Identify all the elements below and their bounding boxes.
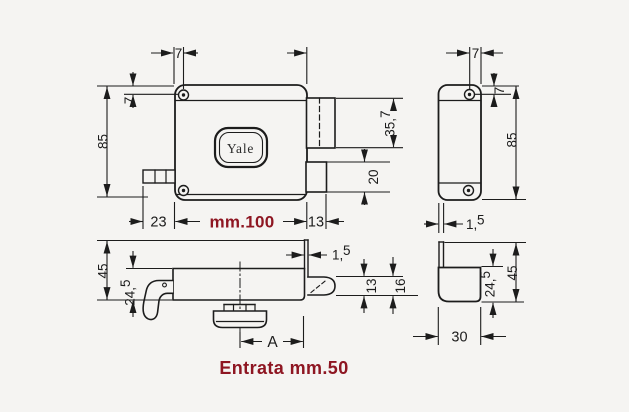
dim-housing-height: 35, 7 (336, 97, 403, 149)
left-latch (142, 169, 176, 184)
dim-plan-strike-opening: 16 (389, 257, 408, 314)
dim-label: 7 (122, 97, 137, 105)
dim-plan-body-depth: 24, 5 (118, 251, 172, 317)
strike-plan-view (437, 241, 482, 303)
dim-label: 85 (96, 134, 111, 149)
dim-label: 20 (366, 169, 381, 184)
dim-front-height: 85 (96, 86, 148, 198)
dim-label-sup: 5 (477, 213, 485, 228)
cylinder-housing (305, 97, 336, 149)
strike-flange (438, 241, 445, 269)
yale-badge: Yale (213, 126, 269, 169)
screw-bottom-icon (462, 184, 475, 197)
dim-label: 7 (175, 46, 183, 61)
dim-label-main: 35, (383, 118, 398, 137)
width-note: mm.100 (209, 213, 274, 232)
dim-plan-plate-thickness: 1, 5 (286, 243, 351, 263)
dim-side-height: 85 (482, 86, 526, 201)
dim-label-main: 1, (332, 248, 343, 263)
dim-plan-backset: A (239, 316, 305, 351)
dim-label-sup: 5 (478, 271, 493, 279)
dim-label-main: 1, (466, 217, 477, 232)
thumb-knob (212, 310, 268, 329)
dim-side-plate-thickness: 1, 5 (424, 203, 485, 233)
dim-label: 13 (364, 278, 379, 293)
dim-label-sup: 5 (118, 279, 133, 287)
dim-label-main: 24, (123, 287, 138, 306)
dim-front-screw-offset-top: 7 (151, 46, 308, 89)
dim-label: 85 (505, 132, 520, 147)
dim-strike-total-depth: 45 (444, 241, 526, 302)
dim-front-screw-offset-left: 7 (97, 72, 178, 108)
screw-top-icon (463, 88, 476, 101)
strike-box (437, 266, 482, 303)
dim-label-sup: 7 (378, 110, 393, 118)
dim-label: 45 (96, 263, 111, 278)
screw-bottom-left-icon (177, 184, 190, 197)
dim-bolt-height: 20 (326, 149, 390, 205)
dim-label-main: 24, (483, 279, 498, 298)
plan-body (172, 267, 306, 301)
front-view: Yale (142, 84, 336, 201)
plan-view (97, 239, 336, 334)
dim-strike-inner-depth: 24, 5 (478, 249, 524, 318)
faceplate-flange (303, 239, 309, 278)
dim-label-sup: 5 (343, 243, 351, 258)
side-view (437, 84, 482, 201)
cylinder-protrusion (307, 276, 336, 296)
dim-front-bottom-chain: 23 mm.100 13 (129, 186, 344, 232)
dim-strike-width: 30 (413, 307, 506, 346)
dim-label-backset: A (267, 334, 278, 351)
dim-side-screw-offset-top: 7 (446, 46, 503, 89)
knob-stem (223, 303, 256, 312)
dim-side-screw-offset-right: 7 (474, 73, 519, 108)
dim-label: 16 (393, 278, 408, 293)
brand-label: Yale (227, 141, 254, 156)
latch-bolt (305, 161, 328, 193)
dim-plan-cylinder-diameter: 13 (336, 259, 418, 313)
dim-label: 30 (451, 330, 467, 346)
dim-label: 7 (472, 46, 480, 61)
backset-note: Entrata mm.50 (219, 358, 348, 378)
dim-label: 7 (492, 87, 507, 95)
dim-label-protrusion: 23 (150, 215, 166, 231)
dim-label: 45 (505, 265, 520, 280)
dim-label-bolt-width: 13 (308, 215, 324, 231)
dim-plan-total-depth: 45 (96, 241, 172, 301)
screw-top-left-icon (177, 89, 190, 101)
